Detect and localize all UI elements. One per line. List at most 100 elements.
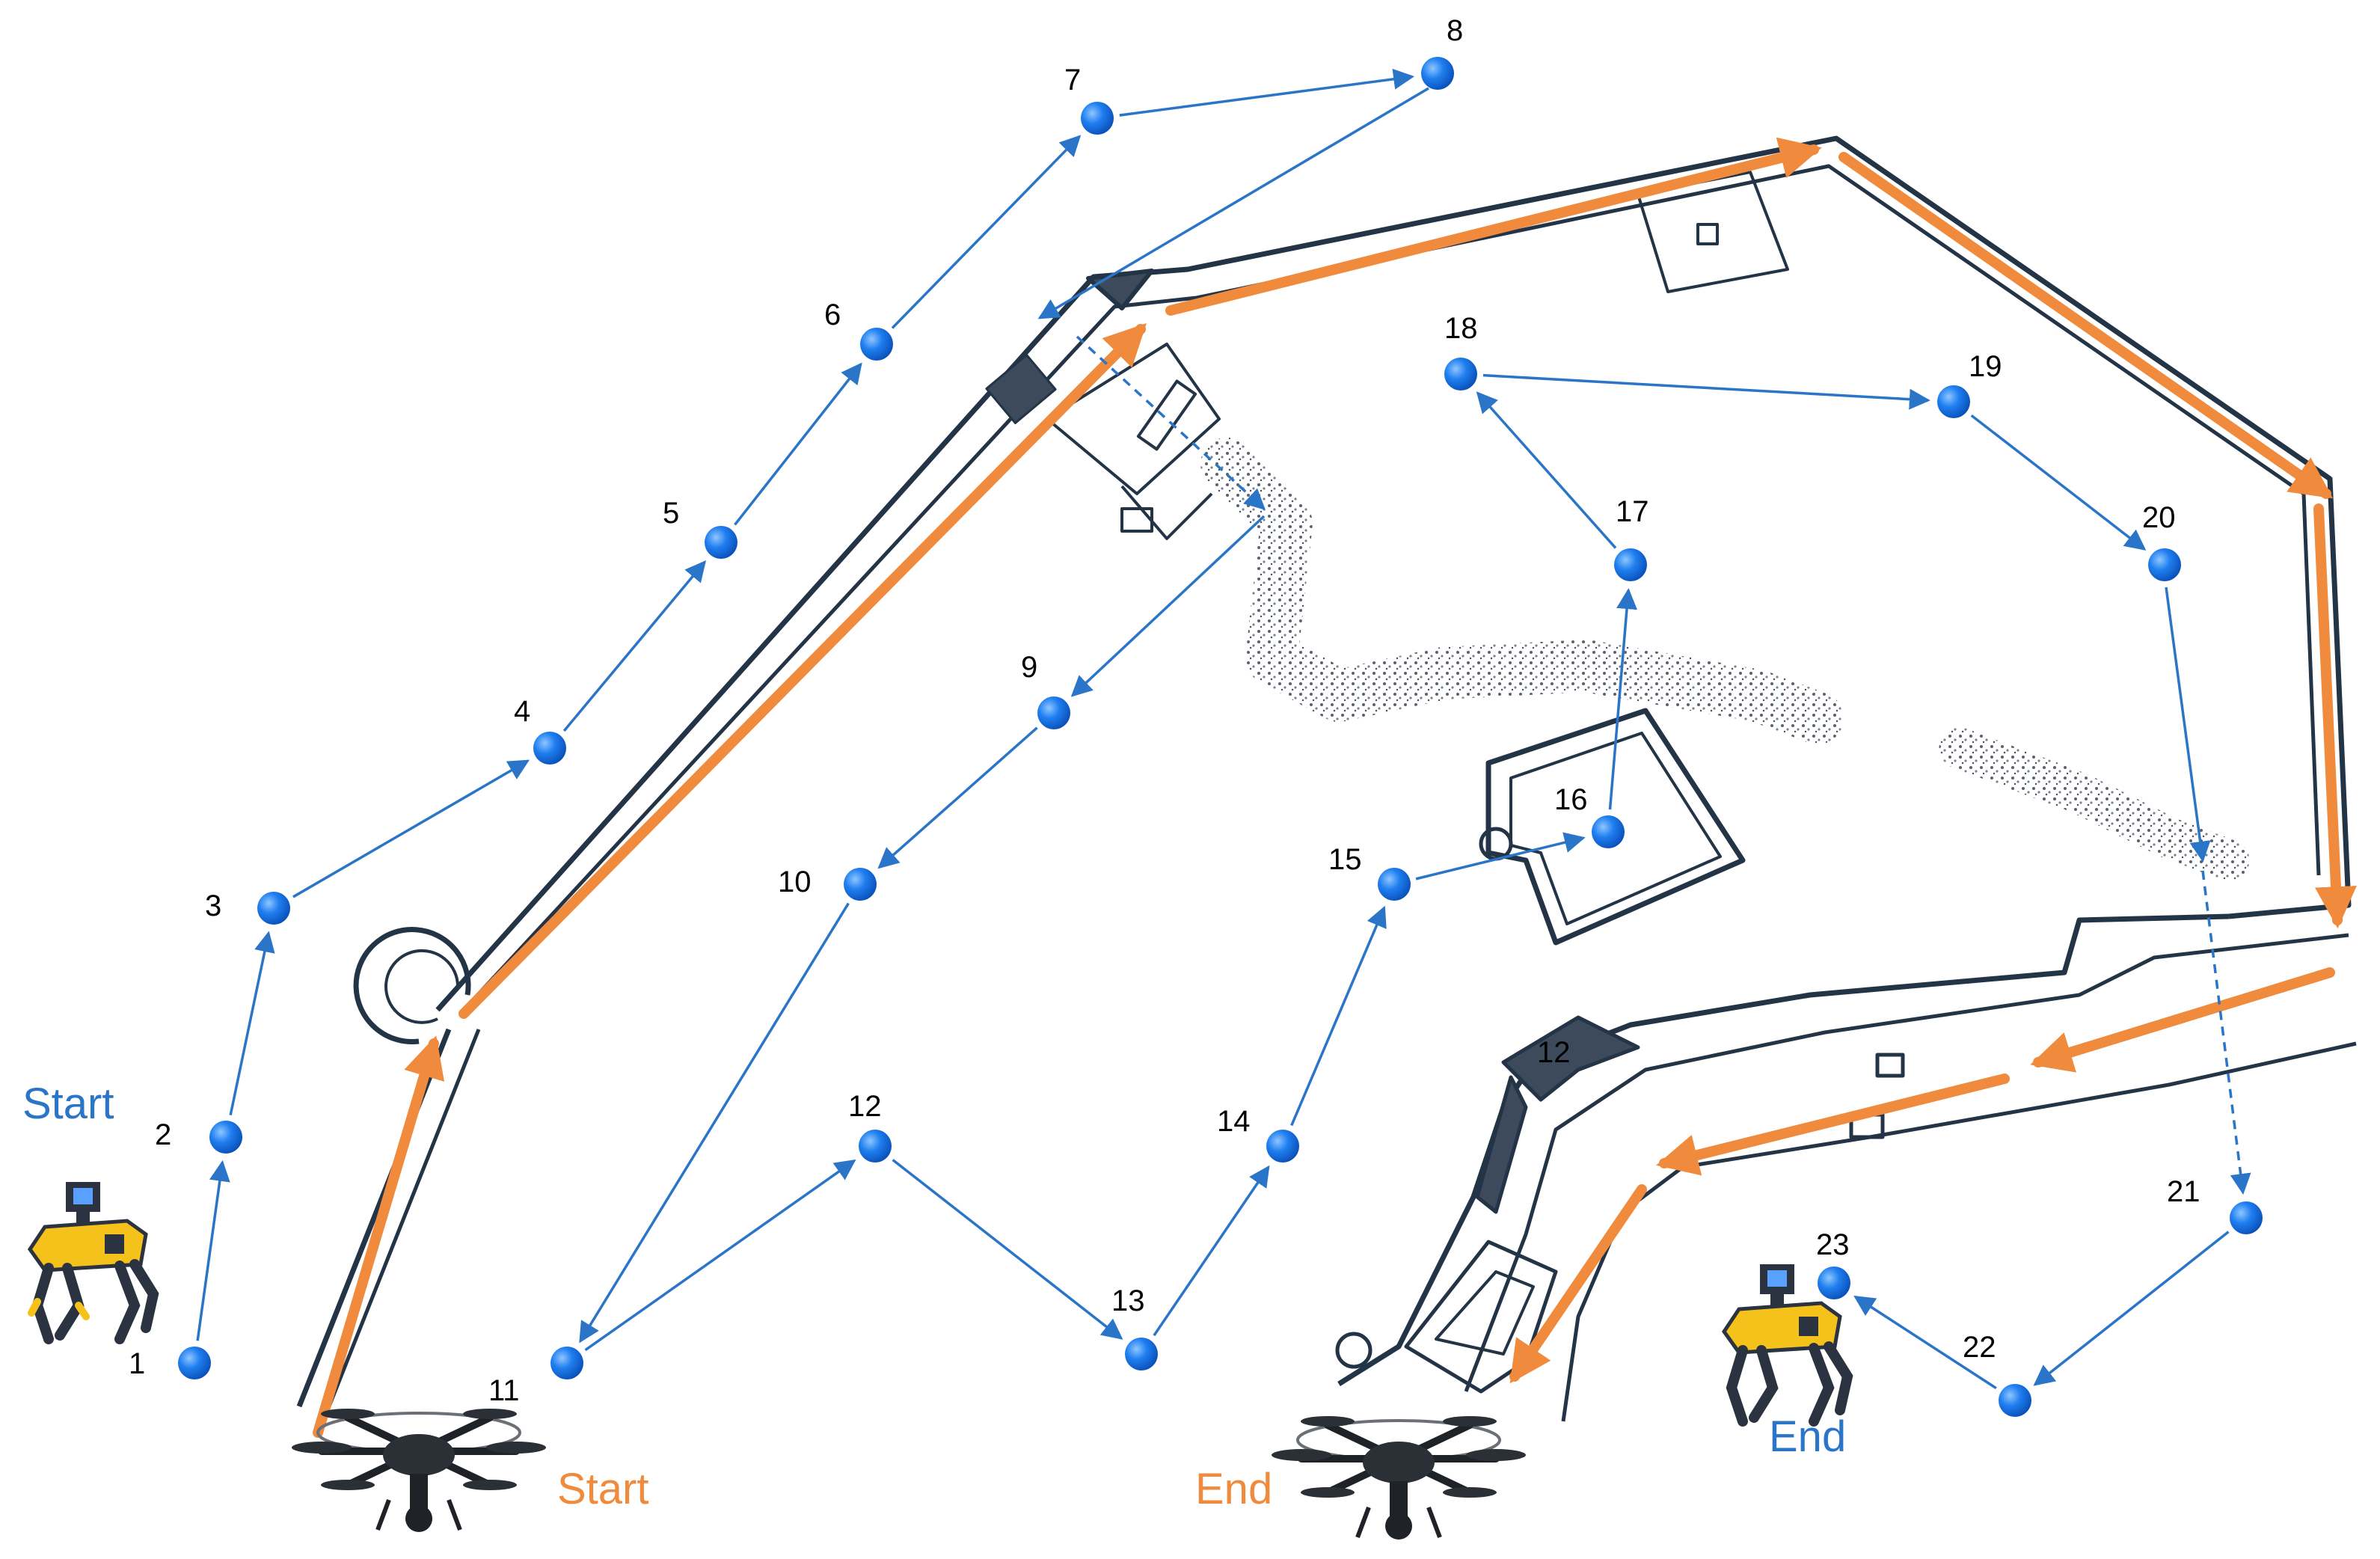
waypoint-18-marker [1444, 358, 1477, 390]
robot-leg-8-9 [1037, 87, 1429, 319]
drone-leg-7 [1656, 1073, 2010, 1176]
waypoint-4-label: 4 [514, 695, 530, 728]
waypoint-5-marker [705, 526, 737, 559]
robot-leg-14-15 [1290, 905, 1387, 1127]
well-stone [1120, 507, 1153, 533]
wall-marker-1 [1875, 1053, 1905, 1078]
waypoint-22-label: 22 [1963, 1331, 1996, 1364]
plan-label-12: 12 [1537, 1036, 1571, 1069]
waypoint-8-marker [1421, 57, 1454, 90]
south-bastion-spur [1475, 1075, 1528, 1214]
hexacopter-drone-icon [292, 1409, 546, 1532]
waypoint-3-marker [257, 892, 290, 925]
waypoint-11-label: 11 [488, 1374, 520, 1407]
gate-slot [1136, 379, 1197, 451]
waypoint-13-marker [1125, 1338, 1158, 1370]
robot-leg-22-23 [1853, 1295, 1997, 1390]
waypoint-23-label: 23 [1816, 1228, 1850, 1261]
waypoint-1-label: 1 [129, 1347, 145, 1380]
south-wall-outer [1464, 933, 2349, 1392]
keep [1485, 708, 1746, 946]
drone-start-label: Start [557, 1465, 649, 1513]
waypoint-21-label: 21 [2167, 1175, 2200, 1208]
quadruped-robot-icon [1721, 1264, 1853, 1427]
drone-leg-2 [458, 323, 1147, 1019]
robot-leg-1-2 [196, 1160, 230, 1341]
robot-leg-17-18 [1476, 391, 1617, 549]
south-building [1404, 1240, 1558, 1394]
robot-leg-21-22 [2033, 1231, 2230, 1386]
waypoint-3-label: 3 [205, 889, 221, 922]
waypoint-8-label: 8 [1447, 14, 1463, 47]
rubble-trail-east [1939, 727, 2250, 881]
robot-leg-12-13 [892, 1159, 1123, 1340]
robot-leg-20-21 [2165, 586, 2211, 863]
robot-leg-18-19 [1482, 373, 1930, 410]
waypoint-9-label: 9 [1021, 651, 1037, 684]
robot-leg-6-7 [891, 135, 1082, 329]
robot-leg-10-11 [579, 902, 850, 1344]
waypoint-20-marker [2148, 548, 2181, 581]
waypoint-18-label: 18 [1444, 312, 1478, 345]
rubble-trail [1200, 438, 1844, 744]
waypoint-16-marker [1592, 815, 1625, 848]
robot-leg-9-10 [877, 726, 1038, 869]
waypoint-2-marker [209, 1121, 242, 1154]
waypoint-7-marker [1081, 102, 1114, 135]
waypoint-15-label: 15 [1328, 843, 1362, 876]
round-bastion [353, 927, 471, 1045]
drone-leg-8 [1509, 1184, 1647, 1384]
waypoint-17-marker [1614, 548, 1647, 581]
robot-leg-4-5 [562, 560, 707, 732]
waypoint-16-label: 16 [1554, 783, 1588, 816]
drone-path [313, 137, 2357, 1438]
robot-start-label: Start [22, 1079, 114, 1128]
waypoint-2-label: 2 [155, 1118, 171, 1151]
waypoint-5-label: 5 [663, 497, 679, 530]
drone-leg-4 [1838, 152, 2334, 499]
robot-path [196, 68, 2251, 1390]
waypoint-14-marker [1266, 1130, 1299, 1163]
drone-end-label: End [1195, 1465, 1272, 1513]
south-building-inner [1435, 1270, 1535, 1356]
drone-leg-1 [313, 1035, 445, 1438]
waypoint-10-label: 10 [778, 866, 812, 898]
drone-leg-5 [2313, 503, 2357, 929]
waypoint-6-marker [860, 328, 893, 361]
hexacopter-drone-icon [1272, 1416, 1526, 1540]
waypoint-19-label: 19 [1969, 350, 2002, 383]
quadruped-robot-icon [27, 1182, 159, 1344]
drone-leg-3 [1165, 137, 1822, 316]
gatehouse [1046, 343, 1221, 540]
waypoint-15-marker [1378, 868, 1411, 901]
waypoint-4-marker [533, 732, 566, 765]
robot-end-label: End [1769, 1412, 1846, 1461]
floor-plan [296, 135, 2357, 1422]
waypoint-6-label: 6 [824, 298, 841, 331]
robot-leg-15-16 [1415, 832, 1586, 880]
waypoint-1-marker [178, 1347, 211, 1379]
waypoint-21-marker [2230, 1201, 2263, 1234]
west-wall-inner [327, 164, 2321, 1407]
waypoint-12-label: 12 [848, 1090, 882, 1123]
south-turret [1335, 1332, 1373, 1369]
robot-leg-5-6 [734, 362, 862, 526]
robot-leg-16-17 [1608, 588, 1637, 810]
south-bastion [1501, 1015, 1640, 1102]
waypoint-11-marker [550, 1347, 583, 1379]
waypoint-7-label: 7 [1064, 64, 1081, 97]
waypoint-9-marker [1037, 696, 1070, 729]
drone-leg-6 [2030, 967, 2335, 1073]
waypoint-14-label: 14 [1217, 1105, 1251, 1138]
robot-leg-20-21-dashed [2201, 870, 2251, 1195]
waypoint-20-label: 20 [2142, 501, 2176, 534]
robot-leg-19-20 [1970, 414, 2147, 551]
round-bastion-inner [384, 949, 459, 1024]
waypoint-22-marker [1999, 1384, 2031, 1417]
gate-block [985, 354, 1057, 424]
robot-leg-11-12 [584, 1159, 856, 1352]
waypoint-10-marker [844, 868, 877, 901]
waypoint-19-marker [1937, 385, 1970, 418]
waypoint-17-label: 17 [1616, 495, 1649, 528]
